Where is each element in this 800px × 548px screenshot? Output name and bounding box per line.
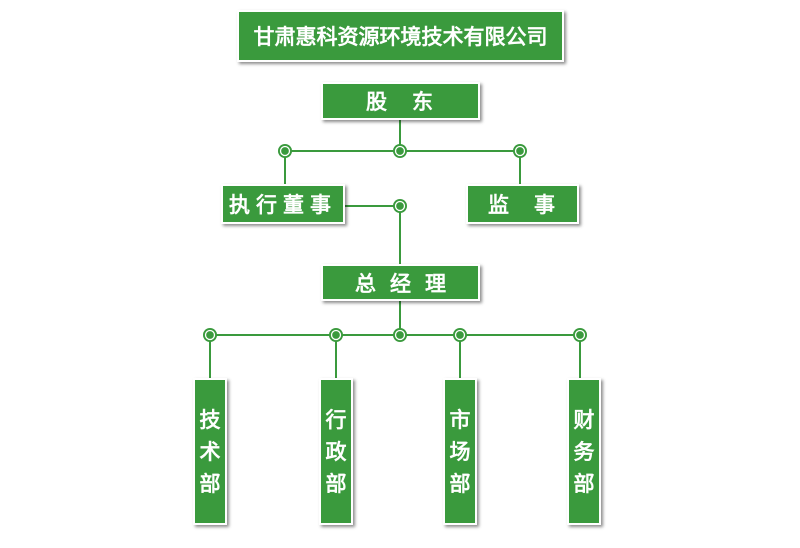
junction-node [453, 328, 467, 342]
department-box-administration: 行 政 部 [319, 378, 353, 525]
company-title: 甘肃惠科资源环境技术有限公司 [253, 25, 548, 49]
department-char: 部 [325, 471, 347, 496]
general-manager-label: 总经理 [355, 271, 460, 296]
department-char: 术 [199, 439, 221, 464]
supervisor-box: 监 事 [466, 184, 579, 224]
department-char: 财 [573, 407, 595, 432]
shareholders-label: 股 东 [366, 90, 435, 114]
junction-node [393, 199, 407, 213]
junction-node [278, 144, 292, 158]
department-char: 务 [573, 439, 595, 464]
junction-node [513, 144, 527, 158]
department-char: 部 [449, 471, 471, 496]
supervisor-label: 监 事 [488, 193, 557, 217]
company-title-box: 甘肃惠科资源环境技术有限公司 [237, 10, 564, 62]
department-box-finance: 财 务 部 [567, 378, 601, 525]
junction-node [393, 144, 407, 158]
department-char: 部 [199, 471, 221, 496]
department-char: 政 [325, 439, 347, 464]
executive-director-box: 执行董事 [221, 184, 345, 224]
shareholders-box: 股 东 [321, 82, 480, 120]
department-box-technology: 技 术 部 [193, 378, 227, 525]
junction-node [203, 328, 217, 342]
junction-node [329, 328, 343, 342]
executive-director-label: 执行董事 [229, 193, 337, 217]
department-char: 市 [449, 407, 471, 432]
department-char: 部 [573, 471, 595, 496]
junction-node [573, 328, 587, 342]
junction-node [393, 328, 407, 342]
department-char: 行 [325, 407, 347, 432]
department-char: 技 [199, 407, 221, 432]
department-char: 场 [449, 439, 471, 464]
general-manager-box: 总经理 [321, 264, 480, 301]
department-box-marketing: 市 场 部 [443, 378, 477, 525]
